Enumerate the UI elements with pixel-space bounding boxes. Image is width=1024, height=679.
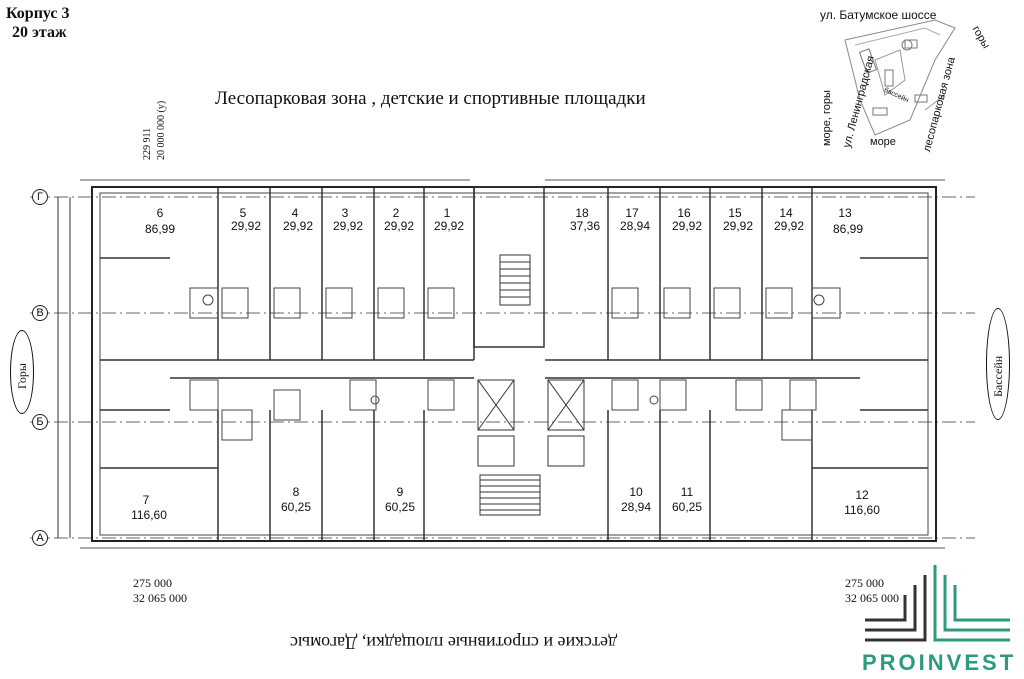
apartment-area: 29,92 [722, 219, 754, 233]
apartment-number: 4 [291, 206, 299, 220]
coord-left-a: 275 000 [133, 576, 172, 590]
apartment-number: 2 [392, 206, 400, 220]
apartment-number: 18 [575, 206, 589, 220]
apartment-number: 12 [855, 488, 869, 502]
coord-right-a: 275 000 [845, 576, 884, 590]
proinvest-logo: PROINVEST [860, 560, 1020, 675]
apartment-area: 116,60 [844, 503, 880, 517]
map-sea: море [870, 136, 896, 148]
apartment-number: 1 [443, 206, 451, 220]
building-title: Корпус 3 20 этаж [6, 4, 70, 42]
apartment-number: 17 [625, 206, 639, 220]
apartment-area: 29,92 [671, 219, 703, 233]
apartment-number: 16 [677, 206, 691, 220]
apartment-number: 3 [341, 206, 349, 220]
apartment-number: 11 [680, 485, 694, 499]
apartment-area: 29,92 [332, 219, 364, 233]
apartment-area: 60,25 [384, 500, 416, 514]
apartment-area: 116,60 [131, 508, 167, 522]
axis-marker-a: А [32, 530, 48, 546]
side-label-right: Бассейн [986, 308, 1010, 420]
apartment-area: 29,92 [433, 219, 465, 233]
apartment-number: 9 [396, 485, 404, 499]
apartment-area: 28,94 [619, 219, 651, 233]
bottom-heading: детские и спротивные площадки, Дагомыс [290, 633, 618, 653]
side-label-right-text: Бассейн [991, 355, 1005, 397]
axis-marker-g: Г [32, 189, 48, 205]
logo-mark-icon [865, 565, 1010, 642]
axis-marker-b: Б [32, 414, 48, 430]
apartment-area: 29,92 [230, 219, 262, 233]
apartment-number: 13 [838, 206, 852, 220]
apartment-area: 29,92 [773, 219, 805, 233]
floor-label: 20 этаж [12, 24, 67, 41]
apartment-number: 10 [629, 485, 643, 499]
axis-marker-v: В [32, 305, 48, 321]
apartment-area: 60,25 [280, 500, 312, 514]
apartment-number: 5 [239, 206, 247, 220]
coord-left-b: 32 065 000 [133, 591, 187, 605]
coord-right-b: 32 065 000 [845, 591, 899, 605]
map-street-top: ул. Батумское шоссе [820, 8, 937, 22]
apartment-area: 37,36 [569, 219, 601, 233]
apartment-area: 29,92 [383, 219, 415, 233]
apartment-area: 28,94 [620, 500, 652, 514]
apartment-number: 15 [728, 206, 742, 220]
apartment-area: 60,25 [671, 500, 703, 514]
side-label-left: Горы [10, 330, 34, 414]
logo-text: PROINVEST [862, 650, 1017, 675]
site-map-drawing [844, 19, 956, 136]
site-map: ул. Батумское шоссе горы море, горы ул. … [815, 0, 1024, 160]
coord-vertical-b: 20 000 000 (y) [156, 100, 167, 160]
apartment-area: 29,92 [282, 219, 314, 233]
apartment-area: 86,99 [144, 222, 176, 236]
coord-vertical-a: 229 911 [142, 127, 153, 160]
apartment-number: 8 [292, 485, 300, 499]
apartment-number: 6 [156, 206, 164, 220]
building-label: Корпус 3 [6, 5, 70, 22]
map-sea-mountains: море, горы [821, 90, 833, 146]
apartment-number: 14 [779, 206, 793, 220]
top-heading: Лесопарковая зона , детские и спортивные… [215, 88, 646, 109]
apartment-area: 86,99 [832, 222, 864, 236]
apartment-number: 7 [142, 493, 150, 507]
side-label-left-text: Горы [15, 363, 29, 389]
